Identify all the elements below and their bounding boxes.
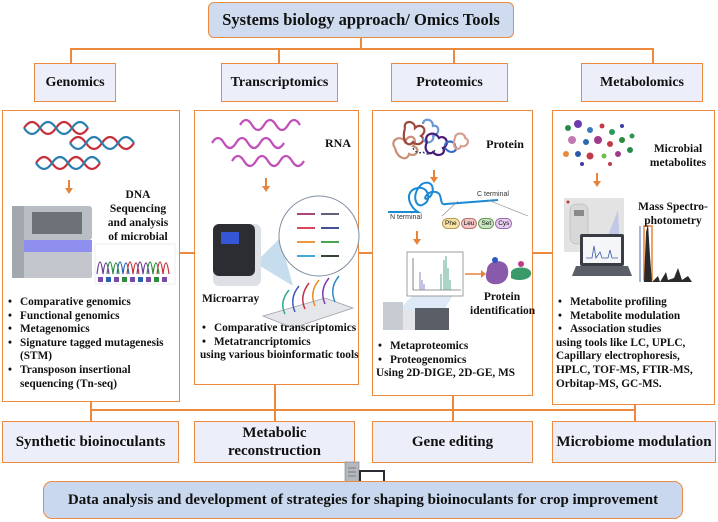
label-line: of microbial: [108, 231, 168, 243]
amino-acid-set: Set: [478, 218, 495, 229]
label-line: Sequencing: [109, 203, 167, 215]
bullet-item: Transposon insertional sequencing (Tn-se…: [6, 364, 178, 391]
amino-acid-row: Phe Leu Set Cys: [442, 218, 513, 229]
connector: [533, 252, 552, 254]
protein-identification-label: Protein identification: [470, 291, 536, 317]
bullet-item: Metabolite profiling: [556, 296, 716, 310]
outcome-label: Synthetic bioinoculants: [15, 434, 166, 450]
label-line: and analysis: [107, 217, 169, 229]
connector: [452, 409, 454, 421]
rna-label: RNA: [325, 136, 351, 150]
category-label: Proteomics: [416, 74, 483, 90]
outcome-label: Gene editing: [411, 434, 494, 450]
outcome-label: Microbiome modulation: [556, 434, 712, 450]
title-text: Systems biology approach/ Omics Tools: [222, 10, 500, 29]
bullet-item: Comparative transcriptomics: [200, 322, 360, 336]
title-box: Systems biology approach/ Omics Tools: [208, 2, 514, 38]
bullet-item: Metabolite modulation: [556, 310, 716, 324]
outcome-microbiome-modulation: Microbiome modulation: [552, 421, 716, 463]
arrow-down-icon: [262, 178, 270, 192]
connector: [70, 48, 653, 50]
outcome-label: Metabolic reconstruction: [227, 425, 322, 459]
connector: [453, 48, 455, 63]
protein-label: Protein: [486, 137, 524, 151]
arrow-down-icon: [413, 231, 421, 245]
label-line: DNA: [125, 189, 151, 201]
c-terminal-label: C terminal: [477, 191, 509, 198]
metabolites-dots-icon: [563, 120, 635, 166]
transcriptomics-bullets: Comparative transcriptomics Metatrancrip…: [200, 322, 360, 363]
bottom-summary-text: Data analysis and development of strateg…: [67, 491, 659, 508]
bullet-item: Signature tagged mutagenesis (STM): [6, 337, 178, 364]
arrow-down-icon: [593, 173, 601, 187]
bullet-item: Association studies: [556, 323, 716, 337]
connector: [452, 396, 454, 410]
category-label: Transcriptomics: [230, 74, 329, 90]
amino-acid-cys: Cys: [495, 218, 513, 229]
category-proteomics: Proteomics: [391, 63, 508, 102]
sequencer-icon: [12, 206, 92, 278]
arrow-down-icon: [65, 180, 73, 194]
amino-acid-leu: Leu: [460, 218, 478, 229]
microarray-label: Microarray: [202, 293, 260, 305]
connector: [90, 409, 635, 411]
mass-spec-plot-icon: [383, 251, 532, 330]
mass-spectrophotometry-label: Mass Spectro-photometry: [638, 201, 708, 227]
microbial-metabolites-label: Microbial metabolites: [649, 143, 707, 169]
connector: [634, 409, 636, 421]
bullet-item: Proteogenomics: [376, 354, 532, 368]
outcome-gene-editing: Gene editing: [372, 421, 533, 463]
connector: [359, 252, 372, 254]
metabolomics-bullets: Metabolite profiling Metabolite modulati…: [556, 296, 716, 391]
bullet-item: Metaproteomics: [376, 340, 532, 354]
connector: [70, 48, 72, 63]
n-terminal-label: N terminal: [390, 214, 422, 221]
arrow-down-icon: [430, 170, 438, 183]
category-transcriptomics: Transcriptomics: [221, 63, 338, 102]
outcome-metabolic-reconstruction: Metabolic reconstruction: [194, 421, 355, 463]
connector: [634, 405, 636, 410]
category-genomics: Genomics: [34, 63, 116, 102]
genomics-bullets: Comparative genomics Functional genomics…: [6, 296, 178, 391]
bullet-item: Metagenomics: [6, 323, 178, 337]
panel-metabolomics: [552, 110, 715, 405]
proteomics-bullets: Metaproteomics Proteogenomics Using 2D-D…: [376, 340, 532, 381]
connector: [90, 402, 92, 410]
rna-strand-icon: [211, 118, 305, 168]
connector: [360, 38, 362, 49]
amino-acid-chain-icon: [388, 181, 529, 217]
note-text: Using 2D-DIGE, 2D-GE, MS: [376, 367, 516, 380]
bullet-item: Functional genomics: [6, 310, 178, 324]
dna-helix-icon: [23, 120, 135, 171]
mass-spectrometer-icon: [564, 198, 692, 282]
note-text: using various bioinformatic tools: [200, 349, 359, 362]
protein-structure-icon: [392, 118, 470, 160]
chromatogram-icon: [94, 243, 176, 285]
bullet-item: Metatrancriptomics: [200, 336, 360, 350]
connector: [274, 385, 276, 410]
connector: [90, 409, 92, 421]
category-label: Metabolomics: [600, 74, 684, 90]
category-metabolomics: Metabolomics: [581, 63, 703, 102]
connector: [274, 409, 276, 421]
amino-acid-phe: Phe: [442, 218, 460, 229]
bullet-item: Comparative genomics: [6, 296, 178, 310]
microarray-scanner-icon: [213, 195, 360, 329]
category-label: Genomics: [45, 74, 105, 90]
outcome-synthetic-bioinoculants: Synthetic bioinoculants: [2, 421, 179, 463]
connector: [278, 48, 280, 63]
connector: [652, 48, 654, 63]
note-text: using tools like LC, UPLC, Capillary ele…: [556, 336, 693, 390]
connector: [180, 252, 194, 254]
bottom-summary-box: Data analysis and development of strateg…: [43, 481, 683, 519]
